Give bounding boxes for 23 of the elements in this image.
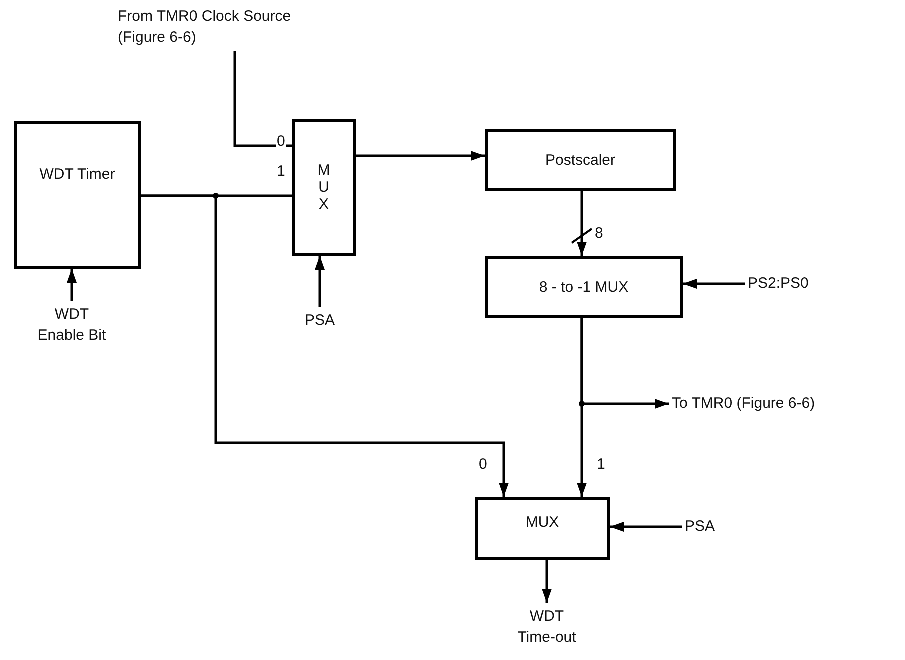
- mux-block: 8 - to -1 MUX: [485, 256, 683, 318]
- arrow: [577, 318, 587, 497]
- signal-label: PS2:PS0: [748, 273, 818, 294]
- arrow: [542, 560, 552, 603]
- arrow: [683, 279, 745, 289]
- arrow: [610, 522, 682, 532]
- signal-label: WDT Time-out: [510, 606, 584, 648]
- signal-label: From TMR0 Clock Source (Figure 6-6): [118, 6, 318, 48]
- postscaler-block: Postscaler: [485, 129, 676, 191]
- signal-label: To TMR0 (Figure 6-6): [672, 393, 902, 414]
- timer-block: WDT Timer: [14, 121, 141, 269]
- edge-label: 0: [276, 134, 286, 150]
- arrow: [67, 269, 77, 301]
- connector-line: [234, 51, 292, 148]
- signal-label: PSA: [300, 310, 340, 331]
- signal-label: PSA: [685, 516, 735, 537]
- mux-block: MUX: [475, 497, 610, 560]
- arrow: [141, 194, 509, 497]
- signal-label: WDT Enable Bit: [32, 304, 112, 346]
- arrow: [356, 151, 485, 161]
- arrow: [577, 191, 587, 256]
- mux-block: M U X: [292, 119, 356, 256]
- arrow: [315, 256, 325, 307]
